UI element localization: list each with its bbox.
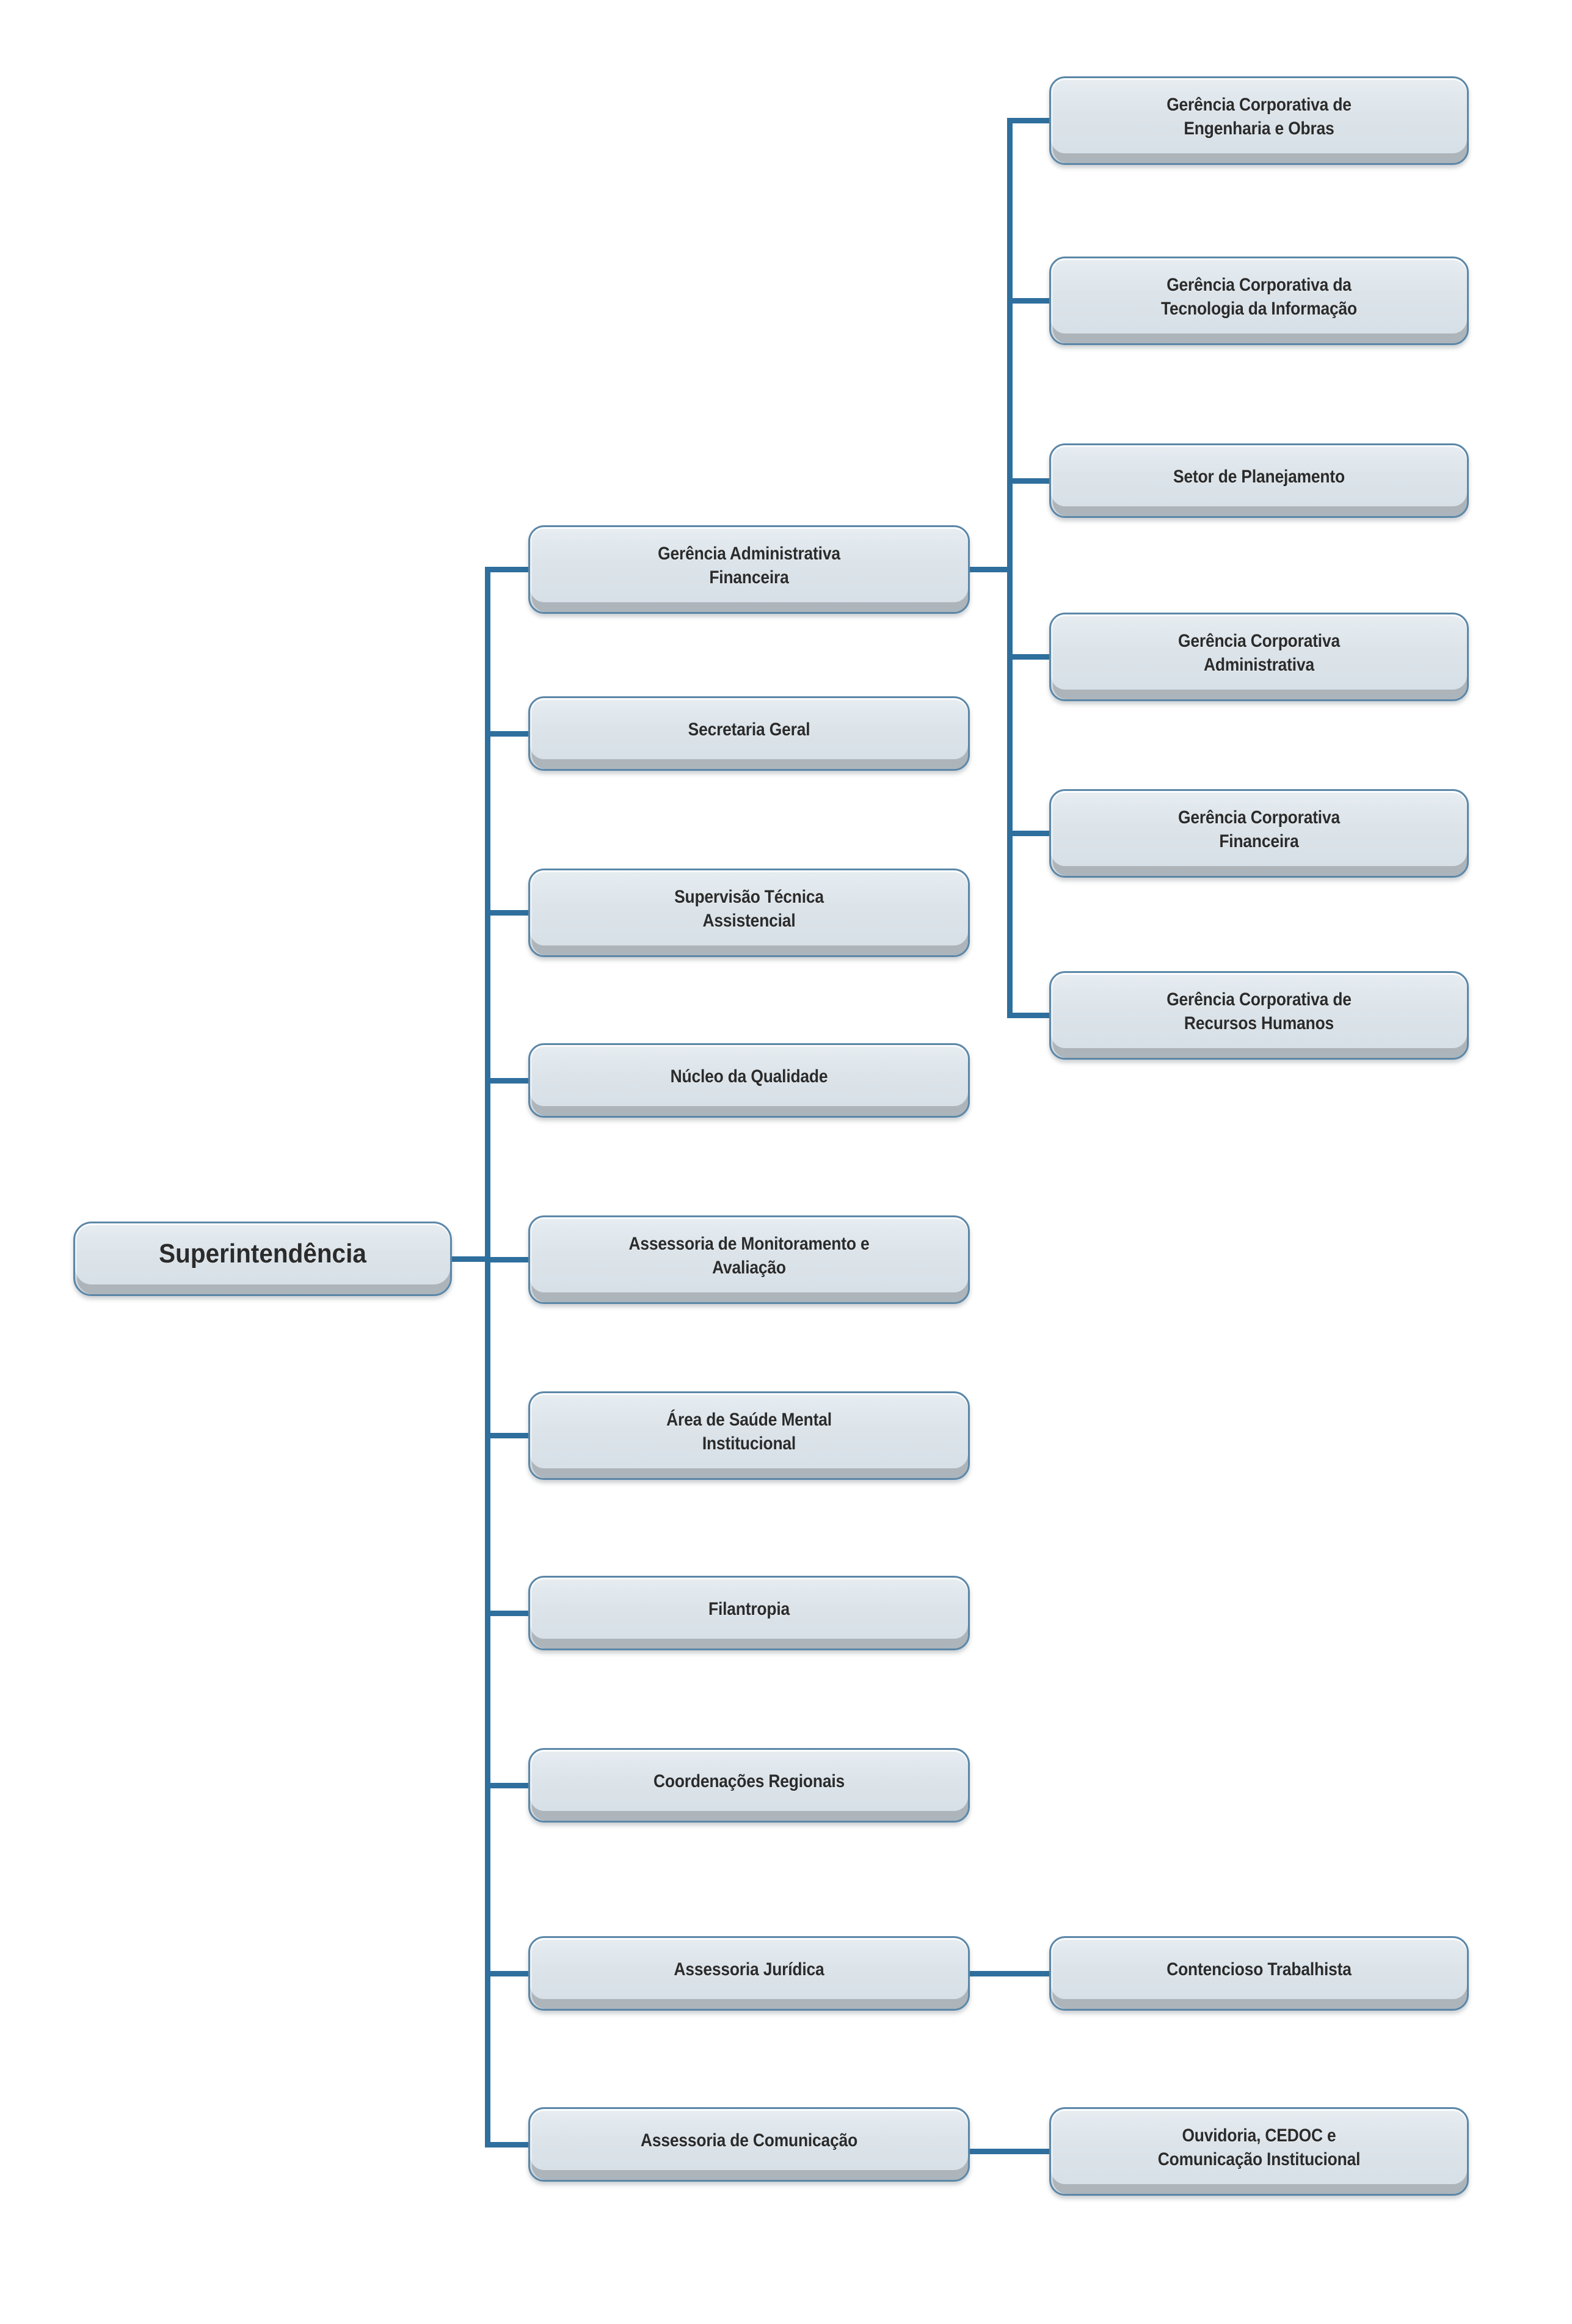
node-coordenacoes-regionais-label: Coordenações Regionais [653, 1771, 845, 1791]
connector-spine-to-area-de-saude-mental-institucional [484, 1433, 531, 1438]
level2-spine [484, 567, 490, 2147]
node-supervisao-tecnica-assistencial-label: Supervisão Técnica Assistencial [674, 886, 824, 931]
node-assessoria-de-comunicacao-label: Assessoria de Comunicação [640, 2130, 858, 2151]
node-gerencia-corporativa-financeira-label: Gerência Corporativa Financeira [1178, 807, 1340, 851]
node-area-de-saude-mental-institucional[interactable]: Área de Saúde Mental Institucional [528, 1391, 970, 1480]
connector-assessoria-de-comunicacao-to-ouvidoria-cedoc-e-comunicacao-instituciona [967, 2149, 1052, 2154]
node-setor-de-planejamento-label: Setor de Planejamento [1173, 466, 1345, 487]
node-root-superintendencia-label: Superintendência [159, 1239, 366, 1269]
node-contencioso-trabalhista[interactable]: Contencioso Trabalhista [1049, 1936, 1469, 2011]
node-gerencia-corporativa-de-engenharia-e-obras[interactable]: Gerência Corporativa de Engenharia e Obr… [1049, 76, 1469, 165]
connector-spine-to-gerencia-corporativa-de-recursos-humanos [1006, 1013, 1052, 1018]
node-gerencia-corporativa-da-tecnologia-da-info[interactable]: Gerência Corporativa da Tecnologia da In… [1049, 257, 1469, 345]
node-secretaria-geral[interactable]: Secretaria Geral [528, 696, 970, 771]
connector-spine-to-nucleo-da-qualidade [484, 1077, 531, 1084]
node-coordenacoes-regionais[interactable]: Coordenações Regionais [528, 1748, 970, 1823]
node-gerencia-corporativa-da-tecnologia-da-info-label: Gerência Corporativa da Tecnologia da In… [1161, 274, 1357, 319]
connector-spine-to-supervisao-tecnica-assistencial [484, 910, 531, 916]
connector-spine-to-gerencia-corporativa-administrativa [1006, 654, 1052, 660]
connector-root-to-spine [449, 1256, 490, 1262]
node-ouvidoria-cedoc-e-comunicacao-instituciona[interactable]: Ouvidoria, CEDOC e Comunicação Instituci… [1049, 2107, 1469, 2196]
node-supervisao-tecnica-assistencial[interactable]: Supervisão Técnica Assistencial [528, 869, 970, 957]
node-gerencia-corporativa-de-engenharia-e-obras-label: Gerência Corporativa de Engenharia e Obr… [1166, 94, 1352, 139]
node-gerencia-administrativa-financeira[interactable]: Gerência Administrativa Financeira [528, 525, 970, 614]
connector-spine-to-filantropia [484, 1610, 531, 1616]
connector-spine-to-secretaria-geral [484, 730, 531, 737]
node-filantropia-label: Filantropia [708, 1598, 790, 1619]
node-nucleo-da-qualidade[interactable]: Núcleo da Qualidade [528, 1043, 970, 1118]
node-nucleo-da-qualidade-label: Núcleo da Qualidade [670, 1066, 828, 1087]
connector-spine-to-gerencia-corporativa-de-engenharia-e-obras [1006, 118, 1052, 123]
node-root-superintendencia[interactable]: Superintendência [73, 1222, 452, 1296]
node-assessoria-de-comunicacao[interactable]: Assessoria de Comunicação [528, 2107, 970, 2182]
node-gerencia-corporativa-administrativa-label: Gerência Corporativa Administrativa [1178, 630, 1340, 675]
connector-spine-to-gerencia-administrativa-financeira [484, 567, 531, 572]
node-assessoria-juridica[interactable]: Assessoria Jurídica [528, 1936, 970, 2011]
node-gerencia-corporativa-de-recursos-humanos[interactable]: Gerência Corporativa de Recursos Humanos [1049, 971, 1469, 1060]
node-secretaria-geral-label: Secretaria Geral [688, 719, 810, 740]
connector-spine-to-coordenacoes-regionais [484, 1782, 531, 1788]
node-contencioso-trabalhista-label: Contencioso Trabalhista [1166, 1959, 1352, 1980]
node-setor-de-planejamento[interactable]: Setor de Planejamento [1049, 443, 1469, 518]
node-assessoria-juridica-label: Assessoria Jurídica [674, 1959, 824, 1980]
connector-spine-to-assessoria-de-comunicacao [484, 2141, 531, 2147]
node-assessoria-de-monitoramento-e-avaliacao-label: Assessoria de Monitoramento e Avaliação [628, 1233, 870, 1278]
connector-gaf-to-level3-spine [967, 567, 1013, 572]
node-filantropia[interactable]: Filantropia [528, 1576, 970, 1650]
node-area-de-saude-mental-institucional-label: Área de Saúde Mental Institucional [666, 1409, 832, 1454]
node-ouvidoria-cedoc-e-comunicacao-instituciona-label: Ouvidoria, CEDOC e Comunicação Instituci… [1157, 2125, 1361, 2169]
connector-spine-to-gerencia-corporativa-da-tecnologia-da-info [1006, 298, 1052, 304]
connector-spine-to-gerencia-corporativa-financeira [1006, 831, 1052, 836]
connector-spine-to-assessoria-juridica [484, 1970, 531, 1976]
node-gerencia-corporativa-de-recursos-humanos-label: Gerência Corporativa de Recursos Humanos [1166, 989, 1352, 1033]
node-gerencia-corporativa-financeira[interactable]: Gerência Corporativa Financeira [1049, 789, 1469, 878]
node-assessoria-de-monitoramento-e-avaliacao[interactable]: Assessoria de Monitoramento e Avaliação [528, 1215, 970, 1304]
node-gerencia-administrativa-financeira-label: Gerência Administrativa Financeira [658, 543, 840, 588]
connector-assessoria-juridica-to-contencioso-trabalhista [967, 1970, 1052, 1976]
connector-spine-to-assessoria-de-monitoramento-e-avaliacao [484, 1257, 531, 1262]
connector-spine-to-setor-de-planejamento [1006, 478, 1052, 484]
node-gerencia-corporativa-administrativa[interactable]: Gerência Corporativa Administrativa [1049, 613, 1469, 701]
